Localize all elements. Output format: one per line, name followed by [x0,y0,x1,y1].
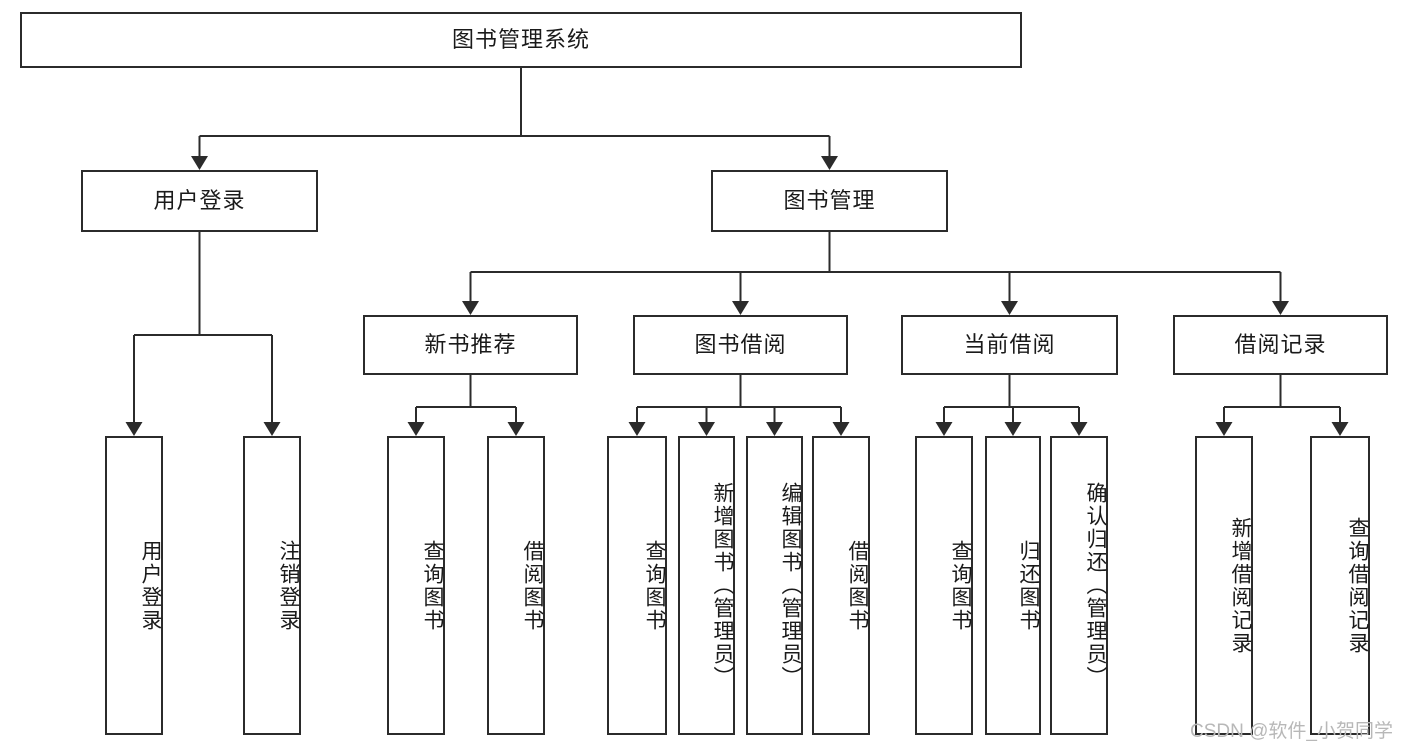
node-leaf-borrow-book-recommend-label: 借阅图书 [521,539,544,632]
node-leaf-query-record[interactable]: 查询借阅记录 [1310,436,1370,735]
node-user-login[interactable]: 用户登录 [81,170,318,232]
node-current-borrow[interactable]: 当前借阅 [901,315,1118,375]
node-book-manage-label: 图书管理 [783,188,876,214]
node-leaf-logout[interactable]: 注销登录 [243,436,301,735]
node-new-book-recommend[interactable]: 新书推荐 [363,315,578,375]
node-leaf-edit-book[interactable]: 编辑图书（管理员） [746,436,803,735]
node-leaf-return-book[interactable]: 归还图书 [985,436,1041,735]
node-leaf-user-login[interactable]: 用户登录 [105,436,163,735]
node-leaf-query-book-borrow-label: 查询图书 [643,539,666,632]
node-leaf-return-book-label: 归还图书 [1017,539,1040,632]
node-leaf-confirm-return[interactable]: 确认归还（管理员） [1050,436,1108,735]
node-user-login-label: 用户登录 [153,188,246,214]
node-leaf-add-book[interactable]: 新增图书（管理员） [678,436,735,735]
node-current-borrow-label: 当前借阅 [963,332,1056,358]
node-book-borrow[interactable]: 图书借阅 [633,315,848,375]
node-root[interactable]: 图书管理系统 [20,12,1022,68]
node-leaf-query-book-current-label: 查询图书 [949,539,972,632]
node-leaf-query-record-label: 查询借阅记录 [1346,516,1369,655]
node-leaf-query-book-recommend[interactable]: 查询图书 [387,436,445,735]
node-leaf-edit-book-label: 编辑图书（管理员） [779,482,802,689]
node-leaf-add-book-label: 新增图书（管理员） [711,482,734,689]
node-book-borrow-label: 图书借阅 [694,332,787,358]
node-leaf-borrow-book[interactable]: 借阅图书 [812,436,870,735]
node-book-manage[interactable]: 图书管理 [711,170,948,232]
node-leaf-add-record-label: 新增借阅记录 [1229,516,1252,655]
node-leaf-borrow-book-label: 借阅图书 [846,539,869,632]
node-new-book-recommend-label: 新书推荐 [424,332,517,358]
node-borrow-record[interactable]: 借阅记录 [1173,315,1388,375]
node-leaf-borrow-book-recommend[interactable]: 借阅图书 [487,436,545,735]
node-borrow-record-label: 借阅记录 [1234,332,1327,358]
node-leaf-user-login-label: 用户登录 [139,539,162,632]
node-leaf-query-book-current[interactable]: 查询图书 [915,436,973,735]
node-leaf-logout-label: 注销登录 [277,539,300,632]
csdn-watermark: CSDN @软件_小贺同学 [1190,721,1393,742]
node-leaf-query-book-recommend-label: 查询图书 [421,539,444,632]
node-leaf-add-record[interactable]: 新增借阅记录 [1195,436,1253,735]
node-root-label: 图书管理系统 [451,27,590,53]
node-leaf-query-book-borrow[interactable]: 查询图书 [607,436,667,735]
node-leaf-confirm-return-label: 确认归还（管理员） [1084,482,1107,689]
